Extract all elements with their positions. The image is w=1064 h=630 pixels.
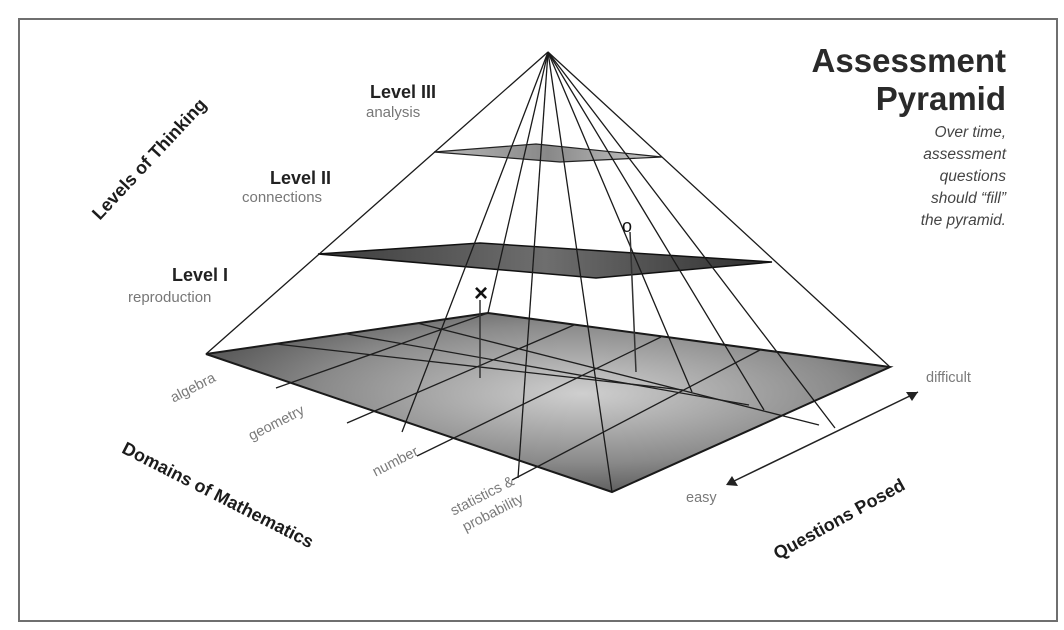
title-line-2: Pyramid — [812, 80, 1006, 118]
level-2-name: Level II — [270, 168, 331, 189]
title-line-1: Assessment — [812, 42, 1006, 80]
note-line-5: the pyramid. — [921, 210, 1006, 232]
pyramid-base — [206, 313, 890, 492]
level-2-plane — [434, 144, 662, 162]
note-line-3: questions — [921, 166, 1006, 188]
difficulty-difficult: difficult — [926, 370, 971, 386]
o-marker: o — [622, 216, 632, 236]
diagram-title: Assessment Pyramid — [812, 42, 1006, 118]
note-line-1: Over time, — [921, 122, 1006, 144]
level-3-desc: analysis — [366, 104, 420, 121]
difficulty-easy: easy — [686, 490, 717, 506]
level-1-desc: reproduction — [128, 289, 211, 306]
note-line-4: should “fill” — [921, 188, 1006, 210]
diagram-note: Over time, assessment questions should “… — [921, 122, 1006, 232]
level-2-desc: connections — [242, 189, 322, 206]
level-1-name: Level I — [172, 265, 228, 286]
x-marker: × — [474, 280, 488, 307]
note-line-2: assessment — [921, 144, 1006, 166]
level-3-name: Level III — [370, 82, 436, 103]
level-1-plane — [318, 243, 772, 278]
